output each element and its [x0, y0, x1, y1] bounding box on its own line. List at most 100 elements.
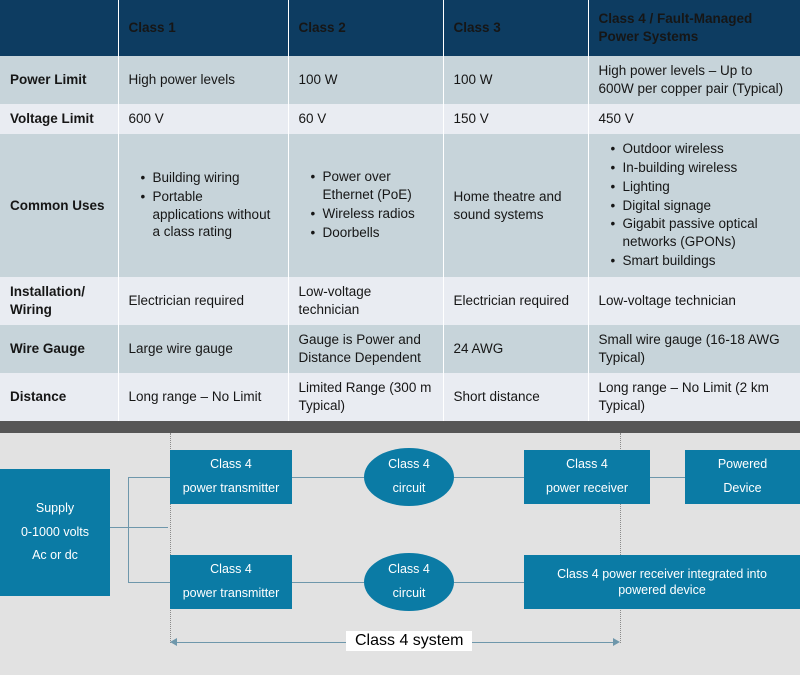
cell-distance-class-2: Limited Range (300 m Typical) [288, 373, 444, 421]
table-row: Voltage Limit 600 V 60 V 150 V 450 V [0, 103, 800, 134]
node-class-4-circuit-bottom: Class 4 circuit [364, 553, 454, 611]
cell-power-limit-class-4: High power levels – Up to 600W per coppe… [588, 56, 800, 104]
cell-common-uses-class-3: Home theatre and sound systems [443, 133, 589, 278]
cell-distance-class-1: Long range – No Limit [118, 373, 289, 421]
cell-common-uses-class-4: Outdoor wireless In-building wireless Li… [588, 133, 800, 278]
list-item: Gigabit passive optical networks (GPONs) [611, 215, 791, 251]
node-integrated-receiver-line-2: powered device [618, 583, 706, 597]
node-power-receiver-top: Class 4 power receiver [524, 450, 650, 504]
cell-installation-class-4: Low-voltage technician [588, 277, 800, 326]
cell-wire-gauge-class-4: Small wire gauge (16-18 AWG Typical) [588, 325, 800, 374]
system-boundary-right-dashed-line [620, 433, 621, 643]
cell-wire-gauge-class-2: Gauge is Power and Distance Dependent [288, 325, 444, 374]
node-receiver-top-line-1: Class 4 [566, 457, 608, 472]
table-header-class-2: Class 2 [288, 0, 444, 56]
node-integrated-power-receiver: Class 4 power receiver integrated into p… [524, 555, 800, 609]
system-span-arrowhead-right-icon [613, 638, 620, 646]
cell-power-limit-class-2: 100 W [288, 56, 444, 104]
system-span-arrowhead-left-icon [170, 638, 177, 646]
cell-voltage-limit-class-2: 60 V [288, 103, 444, 134]
wire-supply-to-trunk [110, 527, 168, 528]
table-row: Distance Long range – No Limit Limited R… [0, 373, 800, 421]
node-powered-device: Powered Device [685, 450, 800, 504]
cell-common-uses-class-2: Power over Ethernet (PoE) Wireless radio… [288, 133, 444, 278]
cell-installation-class-1: Electrician required [118, 277, 289, 326]
list-item: Building wiring [141, 169, 278, 187]
row-label-wire-gauge: Wire Gauge [0, 325, 119, 374]
bullet-list-class-1: Building wiring Portable applications wi… [129, 169, 278, 241]
node-circuit-top-line-2: circuit [392, 481, 426, 495]
cell-power-limit-class-3: 100 W [443, 56, 589, 104]
node-circuit-bottom-line-1: Class 4 [388, 562, 430, 577]
cell-voltage-limit-class-4: 450 V [588, 103, 800, 134]
node-powered-device-line-2: Device [723, 481, 762, 495]
wire-trunk-to-transmitter-top [128, 477, 172, 478]
node-circuit-top-line-1: Class 4 [388, 457, 430, 472]
node-power-transmitter-bottom: Class 4 power transmitter [170, 555, 292, 609]
class-comparison-table: Class 1 Class 2 Class 3 Class 4 / Fault-… [0, 0, 800, 421]
list-item: Outdoor wireless [611, 140, 791, 158]
node-transmitter-bottom-line-2: power transmitter [182, 586, 280, 600]
cell-wire-gauge-class-1: Large wire gauge [118, 325, 289, 374]
node-powered-device-line-1: Powered [717, 457, 768, 472]
row-label-power-limit: Power Limit [0, 56, 119, 104]
list-item: Digital signage [611, 197, 791, 215]
list-item: Portable applications without a class ra… [141, 188, 278, 241]
table-row: Common Uses Building wiring Portable app… [0, 133, 800, 278]
node-circuit-bottom-line-2: circuit [392, 586, 426, 600]
wire-trunk-to-transmitter-bottom [128, 582, 172, 583]
cell-wire-gauge-class-3: 24 AWG [443, 325, 589, 374]
list-item: In-building wireless [611, 159, 791, 177]
node-receiver-top-line-2: power receiver [546, 481, 628, 495]
list-item: Power over Ethernet (PoE) [311, 168, 433, 204]
wire-transmitter-bottom-to-circuit-bottom [292, 582, 364, 583]
node-supply-line-1: Supply [35, 500, 75, 515]
system-boundary-left-dashed-line [170, 433, 171, 643]
table-header-class-4: Class 4 / Fault-Managed Power Systems [588, 0, 800, 56]
cell-installation-class-3: Electrician required [443, 277, 589, 326]
bullet-list-class-2: Power over Ethernet (PoE) Wireless radio… [299, 168, 433, 241]
table-header: Class 1 Class 2 Class 3 Class 4 / Fault-… [0, 0, 800, 56]
node-integrated-receiver-line-1: Class 4 power receiver integrated into [557, 566, 767, 581]
cell-installation-class-2: Low-voltage technician [288, 277, 444, 326]
wire-circuit-top-to-receiver-top [454, 477, 524, 478]
table-header-corner [0, 0, 119, 56]
node-transmitter-top-line-1: Class 4 [210, 457, 252, 472]
node-supply-line-2: 0-1000 volts [20, 524, 90, 539]
node-class-4-circuit-top: Class 4 circuit [364, 448, 454, 506]
cell-voltage-limit-class-3: 150 V [443, 103, 589, 134]
cell-voltage-limit-class-1: 600 V [118, 103, 289, 134]
wire-trunk-vertical [128, 477, 129, 582]
table-header-row: Class 1 Class 2 Class 3 Class 4 / Fault-… [0, 0, 800, 56]
section-divider-bar [0, 421, 800, 433]
list-item: Smart buildings [611, 252, 791, 270]
row-label-installation-wiring: Installation/ Wiring [0, 277, 119, 326]
row-label-distance: Distance [0, 373, 119, 421]
node-power-transmitter-top: Class 4 power transmitter [170, 450, 292, 504]
node-transmitter-bottom-line-1: Class 4 [210, 562, 252, 577]
system-span-label: Class 4 system [346, 631, 473, 651]
cell-power-limit-class-1: High power levels [118, 56, 289, 104]
node-supply-line-3: Ac or dc [32, 548, 78, 563]
list-item: Doorbells [311, 224, 433, 242]
table-header-class-3: Class 3 [443, 0, 589, 56]
wire-circuit-bottom-to-integrated-receiver [454, 582, 524, 583]
list-item: Wireless radios [311, 205, 433, 223]
cell-distance-class-3: Short distance [443, 373, 589, 421]
cell-common-uses-class-1: Building wiring Portable applications wi… [118, 133, 289, 278]
row-label-voltage-limit: Voltage Limit [0, 103, 119, 134]
bullet-list-class-4: Outdoor wireless In-building wireless Li… [599, 140, 791, 270]
table-row: Wire Gauge Large wire gauge Gauge is Pow… [0, 325, 800, 374]
cell-distance-class-4: Long range – No Limit (2 km Typical) [588, 373, 800, 421]
wire-transmitter-top-to-circuit-top [292, 477, 364, 478]
table-row: Power Limit High power levels 100 W 100 … [0, 56, 800, 104]
node-supply: Supply 0-1000 volts Ac or dc [0, 469, 110, 596]
list-item: Lighting [611, 178, 791, 196]
class-4-system-diagram: Supply 0-1000 volts Ac or dc Class 4 pow… [0, 433, 800, 675]
row-label-common-uses: Common Uses [0, 133, 119, 278]
node-transmitter-top-line-2: power transmitter [182, 481, 280, 495]
table-row: Installation/ Wiring Electrician require… [0, 277, 800, 326]
table-body: Power Limit High power levels 100 W 100 … [0, 56, 800, 421]
wire-receiver-top-to-powered-device [650, 477, 685, 478]
